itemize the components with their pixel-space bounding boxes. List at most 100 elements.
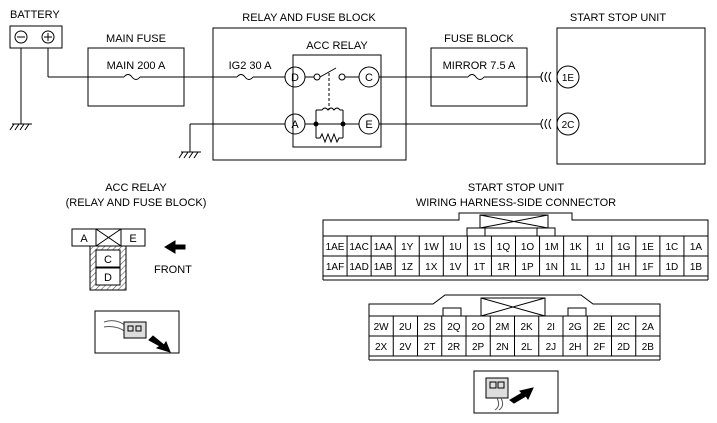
ssu-pin-2c bbox=[556, 112, 580, 136]
connector-pin-2g: 2G bbox=[568, 322, 582, 333]
connector-pin-2d: 2D bbox=[617, 342, 630, 353]
acc-pin-d: D bbox=[104, 272, 112, 284]
ssu-pin-1e bbox=[556, 65, 580, 89]
connector-pin-1p: 1P bbox=[521, 262, 534, 273]
ground-icon bbox=[9, 123, 32, 131]
ssu-connector-title-2: WIRING HARNESS-SIDE CONNECTOR bbox=[416, 197, 616, 209]
connector-pin-1m: 1M bbox=[545, 242, 559, 253]
connector-pin-2p: 2P bbox=[472, 342, 485, 353]
connector-pin-1s: 1S bbox=[473, 242, 486, 253]
connector-pin-2c: 2C bbox=[617, 322, 630, 333]
connector-pin-2f: 2F bbox=[594, 342, 606, 353]
connector-pin-1t: 1T bbox=[474, 262, 486, 273]
connector-pin-2a: 2A bbox=[642, 322, 655, 333]
terminal-e-label: E bbox=[365, 119, 372, 131]
fuse-symbol-icon bbox=[123, 74, 141, 80]
connector-pin-1ac: 1AC bbox=[349, 242, 368, 253]
connector-pin-1ad: 1AD bbox=[349, 262, 368, 273]
fuse-block-title: FUSE BLOCK bbox=[444, 33, 514, 45]
connector-pin-1ab: 1AB bbox=[374, 262, 393, 273]
connector-pin-1r: 1R bbox=[497, 262, 510, 273]
connector-pin-2u: 2U bbox=[399, 322, 412, 333]
connector-pin-1i: 1I bbox=[596, 242, 604, 253]
connector-pin-1c: 1C bbox=[666, 242, 679, 253]
main-fuse-value: MAIN 200 A bbox=[107, 60, 166, 72]
connector-pin-2m: 2M bbox=[495, 322, 509, 333]
connector-pin-2r: 2R bbox=[447, 342, 460, 353]
connector-pin-2h: 2H bbox=[569, 342, 582, 353]
connector-pin-1z: 1Z bbox=[401, 262, 413, 273]
connector-pin-1k: 1K bbox=[570, 242, 583, 253]
connector-pin-2e: 2E bbox=[593, 322, 606, 333]
connector-pin-2j: 2J bbox=[546, 342, 557, 353]
connector-pin-2q: 2Q bbox=[447, 322, 461, 333]
pin-2c-label: 2C bbox=[562, 120, 575, 131]
pin-1e-label: 1E bbox=[562, 73, 575, 84]
connector-pin-1a: 1A bbox=[690, 242, 703, 253]
connector-pin-1e: 1E bbox=[642, 242, 655, 253]
connector-pin-1g: 1G bbox=[617, 242, 631, 253]
main-fuse-title: MAIN FUSE bbox=[106, 33, 166, 45]
connector-pin-1l: 1L bbox=[570, 262, 582, 273]
connector-pin-2o: 2O bbox=[471, 322, 485, 333]
connector-pin-1j: 1J bbox=[594, 262, 605, 273]
connector-pin-2b: 2B bbox=[642, 342, 655, 353]
connector-pin-2k: 2K bbox=[521, 322, 534, 333]
connector-photo-icon bbox=[473, 370, 559, 414]
connector-pin-2t: 2T bbox=[424, 342, 436, 353]
acc-connector-title-1: ACC RELAY bbox=[105, 182, 167, 194]
connector-pin-1ae: 1AE bbox=[326, 242, 345, 253]
ssu-connector-title-1: START STOP UNIT bbox=[468, 182, 564, 194]
terminal-a-label: A bbox=[291, 119, 299, 131]
connector-pin-1y: 1Y bbox=[401, 242, 414, 253]
connector-photo-icon bbox=[94, 310, 180, 354]
relay-fuse-block-box bbox=[212, 27, 407, 161]
connector-pin-1h: 1H bbox=[617, 262, 630, 273]
relay-switch-contact bbox=[319, 67, 337, 78]
ig2-fuse-label: IG2 30 A bbox=[229, 60, 272, 72]
connector-pin-2n: 2N bbox=[496, 342, 509, 353]
connector-pin-2s: 2S bbox=[424, 322, 437, 333]
battery-plus-terminal bbox=[41, 30, 55, 44]
connector-pin-2l: 2L bbox=[521, 342, 533, 353]
connector-pin-1aa: 1AA bbox=[374, 242, 393, 253]
connector-pin-2i: 2I bbox=[547, 322, 555, 333]
connector-pin-1q: 1Q bbox=[497, 242, 511, 253]
connector-pin-1f: 1F bbox=[642, 262, 654, 273]
connector-pin-1d: 1D bbox=[666, 262, 679, 273]
front-arrow-icon bbox=[164, 240, 186, 254]
start-stop-unit-box bbox=[556, 27, 706, 165]
front-label: FRONT bbox=[154, 264, 192, 276]
relay-fuse-block-title: RELAY AND FUSE BLOCK bbox=[242, 12, 376, 24]
acc-pin-c: C bbox=[104, 254, 112, 266]
acc-relay-connector bbox=[71, 228, 146, 291]
terminal-d-label: D bbox=[291, 72, 299, 84]
connector-pin-1w: 1W bbox=[424, 242, 440, 253]
battery-label: BATTERY bbox=[10, 9, 60, 21]
connector-pin-2v: 2V bbox=[399, 342, 412, 353]
connector-pin-1x: 1X bbox=[425, 262, 438, 273]
mirror-fuse-label: MIRROR 7.5 A bbox=[443, 60, 516, 72]
connector-pin-1af: 1AF bbox=[326, 262, 344, 273]
acc-connector-title-2: (RELAY AND FUSE BLOCK) bbox=[66, 197, 207, 209]
battery-minus-terminal bbox=[14, 30, 28, 44]
acc-relay-title: ACC RELAY bbox=[306, 40, 368, 52]
battery-box bbox=[9, 25, 63, 49]
acc-pin-e: E bbox=[129, 233, 136, 245]
start-stop-unit-title: START STOP UNIT bbox=[570, 12, 666, 24]
connector-pin-2x: 2X bbox=[375, 342, 388, 353]
connector-pin-1b: 1B bbox=[690, 262, 703, 273]
connector-pin-1v: 1V bbox=[449, 262, 462, 273]
terminal-c-label: C bbox=[365, 72, 373, 84]
acc-relay-box bbox=[292, 54, 382, 148]
ground-icon bbox=[178, 151, 201, 159]
fuse-symbol-icon bbox=[236, 74, 254, 80]
connector-pin-2w: 2W bbox=[374, 322, 390, 333]
connector-pin-1o: 1O bbox=[521, 242, 535, 253]
connector-pin-1u: 1U bbox=[449, 242, 462, 253]
fuse-symbol-icon bbox=[467, 74, 485, 80]
acc-pin-a: A bbox=[80, 233, 88, 245]
relay-coil-icon bbox=[313, 107, 346, 144]
